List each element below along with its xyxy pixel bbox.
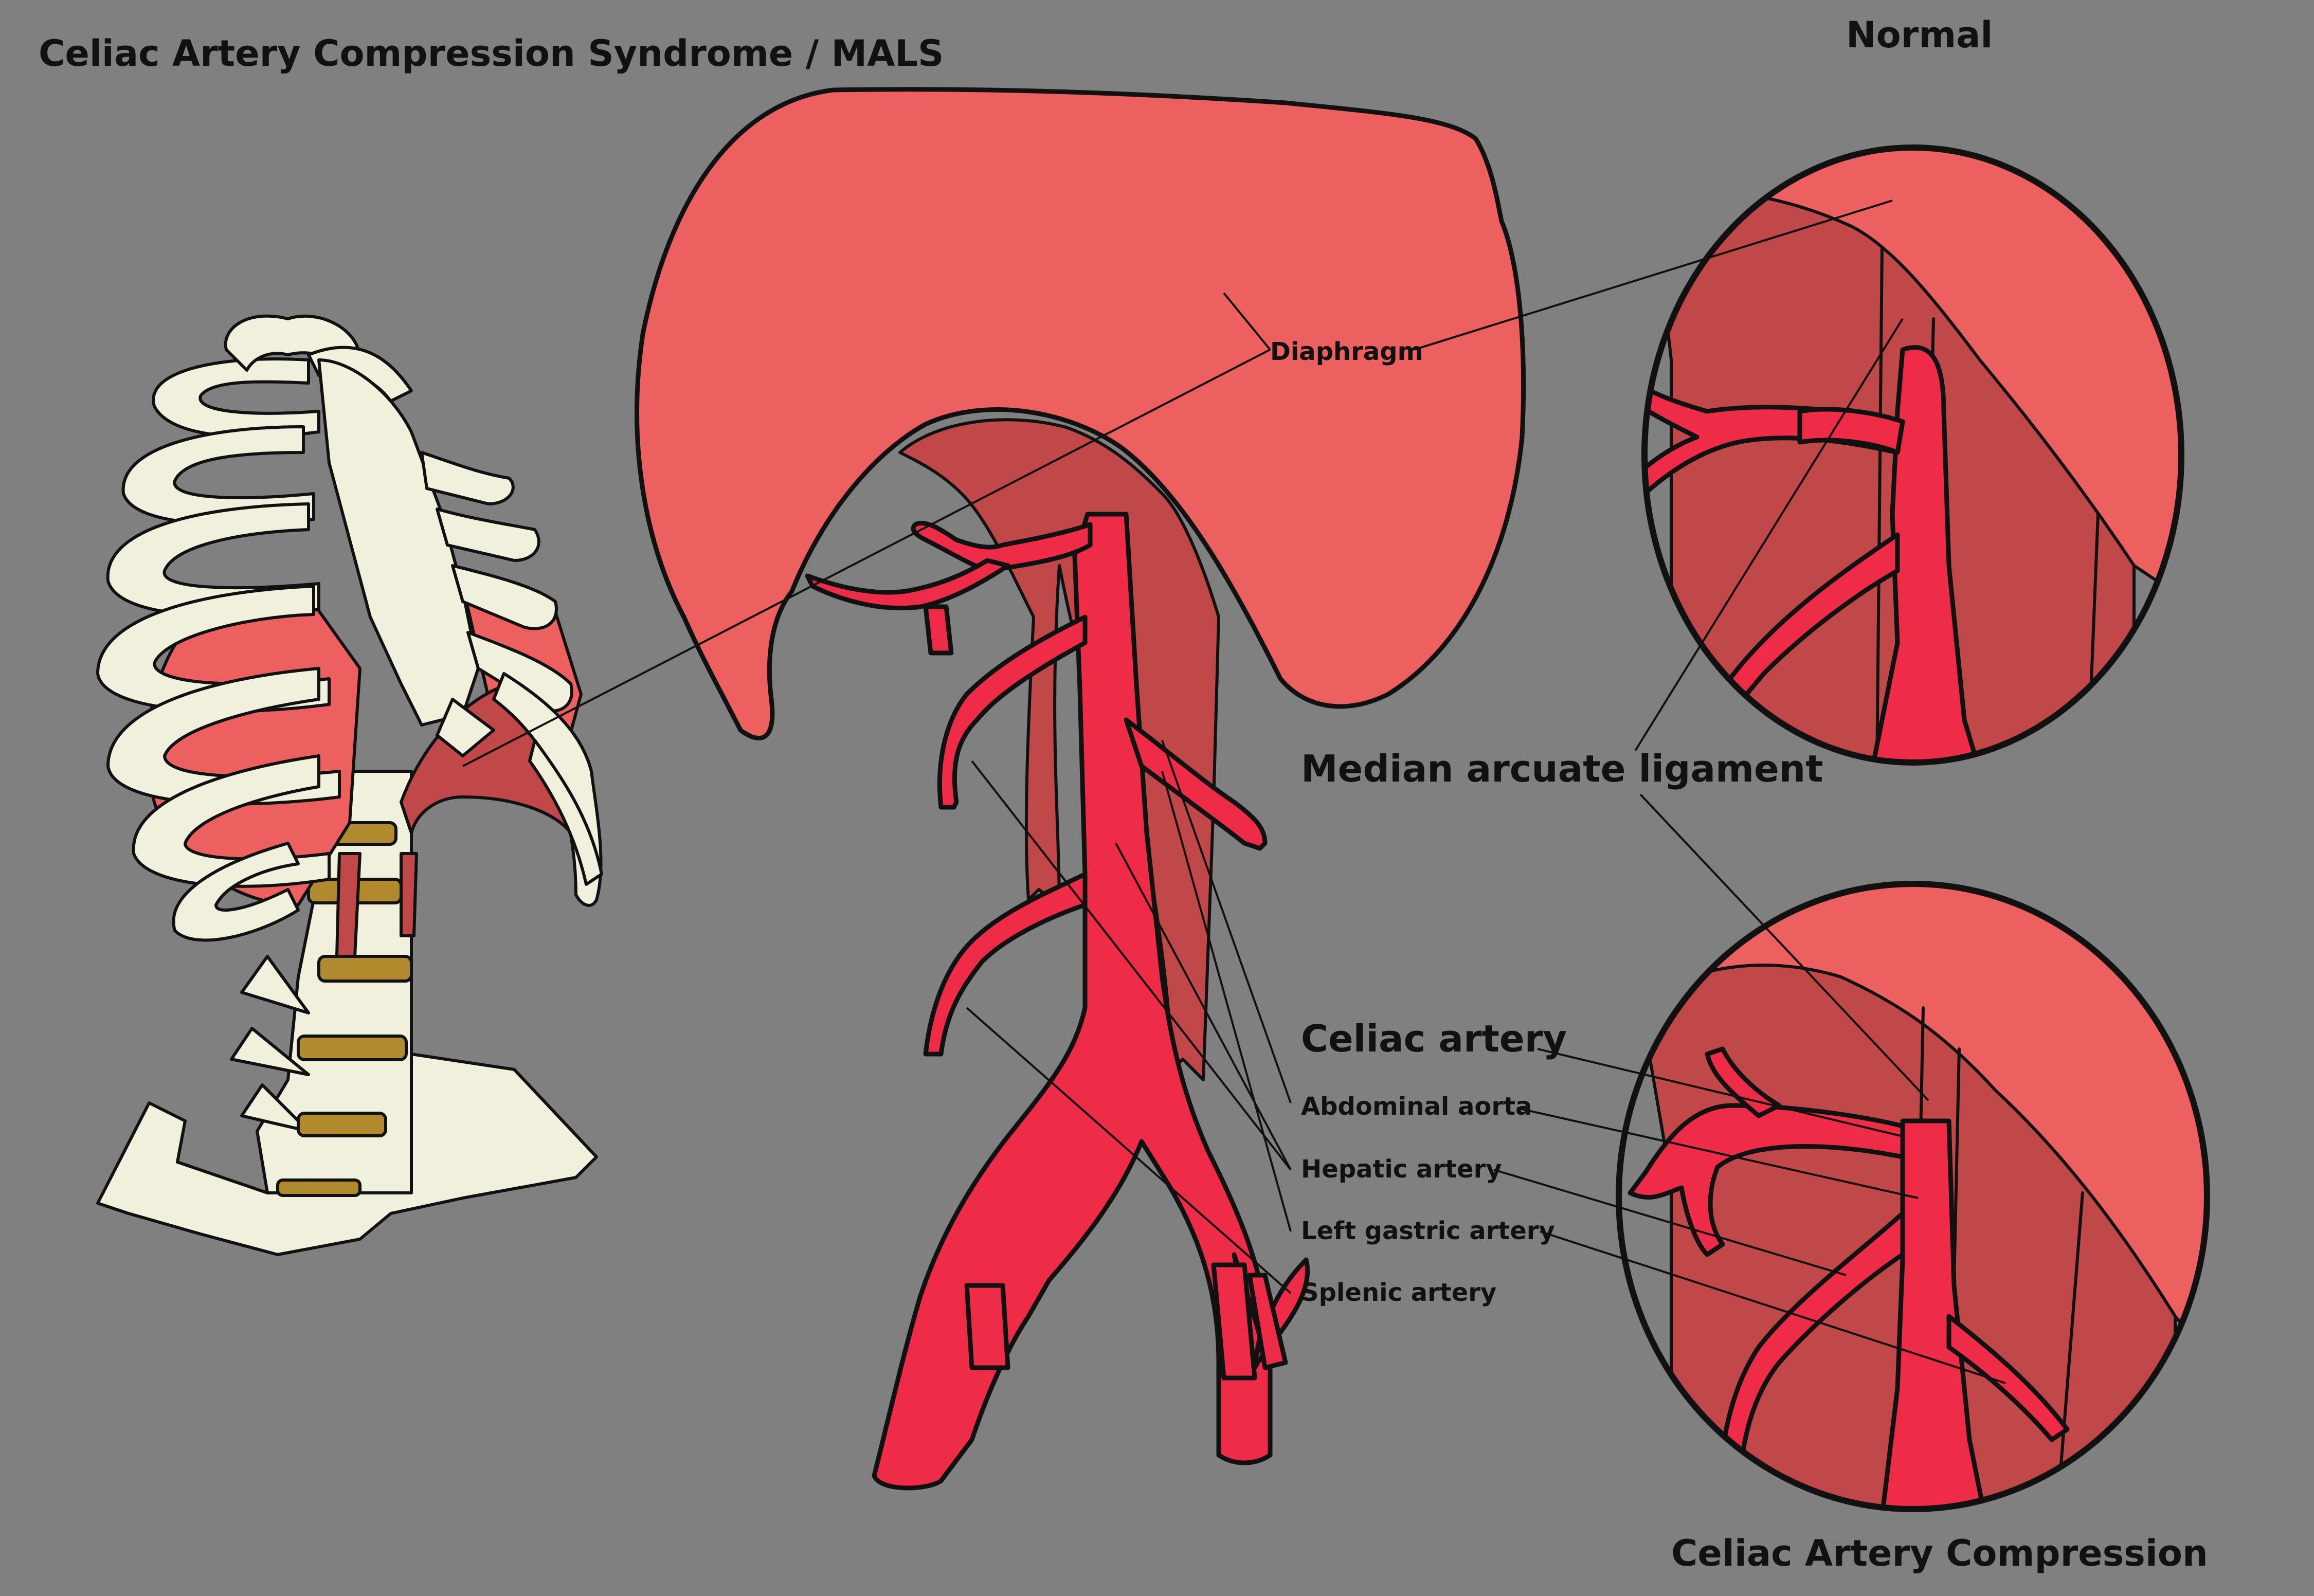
right-branch	[1124, 717, 1268, 851]
diagram-title: Celiac Artery Compression Syndrome / MAL…	[39, 32, 944, 75]
vertebra-process	[230, 1027, 310, 1076]
branch-inset-compression-3	[1946, 1314, 2070, 1442]
intervertebral-disc	[317, 955, 413, 983]
leader-lines	[462, 199, 2006, 1384]
splenic-artery-branch	[923, 872, 1088, 1057]
label-median-arcuate-ligament: Median arcuate ligament	[1301, 747, 1823, 790]
branch-inset-compression-4	[1705, 1046, 1782, 1118]
label-diaphragm: Diaphragm	[1270, 337, 1423, 366]
left-ribs	[96, 357, 341, 942]
sternum	[317, 358, 480, 727]
hepatic-artery-branch	[937, 614, 1088, 810]
intervertebral-disc	[276, 1178, 361, 1197]
crus-strip	[400, 852, 418, 937]
label-celiac-artery: Celiac artery	[1301, 1017, 1567, 1060]
diaphragm-shape	[635, 87, 1526, 740]
aorta-inset-compression	[1879, 1118, 1987, 1509]
right-ribs	[420, 451, 603, 907]
inset-compression-frame	[1616, 881, 2210, 1512]
vertebra-process	[240, 1083, 310, 1133]
xiphoid	[436, 698, 495, 757]
intervertebral-disc	[297, 1035, 408, 1061]
vertebra-process	[240, 955, 310, 1014]
label-abdominal-aorta: Abdominal aorta	[1301, 1092, 1532, 1121]
crus-strip	[335, 852, 361, 958]
intervertebral-disc	[297, 1112, 387, 1137]
central-diaphragm-aorta	[635, 87, 1526, 1491]
label-hepatic-artery: Hepatic artery	[1301, 1155, 1502, 1184]
aorta-with-branches	[872, 512, 1310, 1491]
label-splenic-artery: Splenic artery	[1301, 1278, 1496, 1307]
inset-normal-title: Normal	[1846, 14, 1993, 56]
ribcage-spine-illustration	[96, 314, 603, 1256]
label-left-gastric-artery: Left gastric artery	[1301, 1217, 1555, 1245]
small-branch	[923, 604, 954, 656]
inset-compression-title: Celiac Artery Compression	[1671, 1532, 2208, 1574]
branch-inset-normal-3	[1797, 407, 1905, 455]
left-gastric-branch	[805, 558, 1010, 611]
inset-normal-frame	[1641, 144, 2184, 766]
